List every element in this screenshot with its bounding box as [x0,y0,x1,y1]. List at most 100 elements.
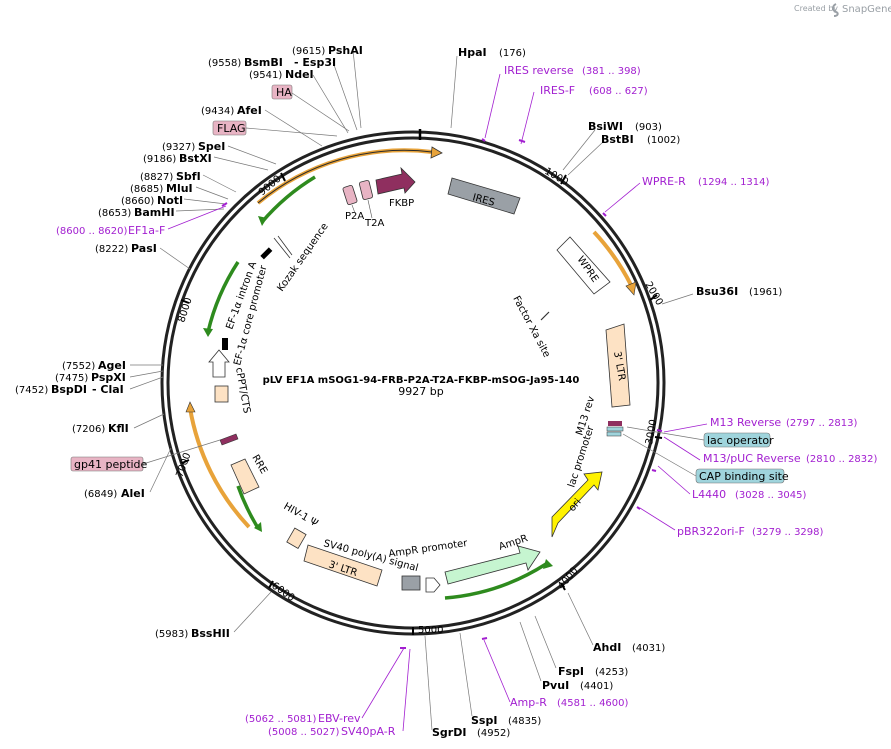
site-pasi[interactable]: PasI [131,242,157,255]
svg-text:(9541): (9541) [249,70,282,81]
fkbp-label: FKBP [389,198,414,209]
site-sspi[interactable]: SspI [471,714,497,727]
tick-7000: 7000 [174,451,193,479]
site-leader-lines [129,49,694,731]
site-spei[interactable]: SpeI [198,140,225,153]
site-bstxi[interactable]: BstXI [179,152,212,165]
gp41-feature [219,433,239,446]
svg-text:(5008 .. 5027): (5008 .. 5027) [268,727,340,738]
svg-text:(9327): (9327) [162,142,195,153]
site-bspdi[interactable]: BspDI [51,383,87,396]
primer-ebv-rev[interactable]: EBV-rev [318,712,361,725]
primer-l4440[interactable]: L4440 [692,488,726,501]
svg-text:(8685): (8685) [130,184,163,195]
primer-amp-r[interactable]: Amp-R [510,696,547,709]
site-bsshii[interactable]: BssHII [191,627,230,640]
top-orange-arrowhead [430,146,443,159]
primer-m13-reverse[interactable]: M13 Reverse [710,416,781,429]
flag-tag-box[interactable] [212,120,247,136]
svg-text:(7475): (7475) [55,373,88,384]
m13-rev-mark [608,421,622,426]
site-ndei[interactable]: NdeI [285,68,314,81]
hiv-psi-feature [286,527,307,549]
rre-label: RRE [249,453,269,476]
primer-m13-puc-reverse[interactable]: M13/pUC Reverse [703,452,801,465]
cap-binding-site-label: CAP binding site [699,470,789,483]
site-pshai[interactable]: PshAI [328,44,363,57]
primer-pbr322ori-f[interactable]: pBR322ori-F [677,525,745,538]
svg-text:(7206): (7206) [72,424,105,435]
site-bsmbi[interactable]: BsmBI [244,56,283,69]
site-mlui[interactable]: MluI [166,182,193,195]
site-noti[interactable]: NotI [157,194,183,207]
site-alei[interactable]: AleI [121,487,145,500]
svg-text:(2810 .. 2832): (2810 .. 2832) [806,454,878,465]
site-pvui[interactable]: PvuI [542,679,569,692]
site-bsiwi[interactable]: BsiWI [588,120,623,133]
primer-ires-reverse[interactable]: IRES reverse [504,64,574,77]
lac-operator-box[interactable] [703,432,771,448]
site-agei[interactable]: AgeI [98,359,126,372]
site-bstbi[interactable]: BstBI [601,133,634,146]
svg-text:(1002): (1002) [647,135,680,146]
svg-text:(8600 .. 8620): (8600 .. 8620) [56,226,128,237]
svg-text:(5062 .. 5081): (5062 .. 5081) [245,714,317,725]
boxed-label-leaders [142,92,705,477]
ef1a-promoter-feature [208,349,230,378]
svg-text:(8660): (8660) [121,196,154,207]
svg-text:(4401): (4401) [580,681,613,692]
site-hpai[interactable]: HpaI [458,46,487,59]
svg-text:(3279 .. 3298): (3279 .. 3298) [752,527,824,538]
ori-feature [551,471,603,538]
site-ahdi[interactable]: AhdI [593,641,621,654]
svg-text:(7552): (7552) [62,361,95,372]
kozak-mark [260,247,273,260]
ampr-promoter-label: AmpR promoter [388,538,469,560]
primer-marks [221,138,663,649]
kozak-label: Kozak sequence [275,221,330,293]
svg-text:(8222): (8222) [95,244,128,255]
site-bamhi[interactable]: BamHI [134,206,175,219]
svg-text:(9558): (9558) [208,58,241,69]
tick-8000: 8000 [176,296,194,324]
svg-text:(9615): (9615) [292,46,325,57]
created-by-label: Created by [794,4,838,13]
flag-tag-label: FLAG [217,122,246,135]
primer-ef1a-f[interactable]: EF1a-F [128,224,165,237]
gp41-peptide-box[interactable] [70,456,144,472]
site-sbfi[interactable]: SbfI [176,170,201,183]
wpre-feature [556,236,611,295]
wpre-orange-arrow [592,230,633,286]
rre-feature [230,458,260,495]
site-clai[interactable]: - ClaI [92,383,124,396]
ltr-right-feature [605,323,631,408]
ha-tag-box[interactable] [271,84,293,100]
site-esp3i[interactable]: - Esp3I [294,56,336,69]
svg-text:(8653): (8653) [98,208,131,219]
site-kfli[interactable]: KflI [108,422,129,435]
svg-text:(176): (176) [499,48,526,59]
cppt-label: cPPT/CTS [233,367,252,415]
svg-text:(9186): (9186) [143,154,176,165]
ef1a-core-mark [222,338,228,350]
primer-sv40pa-r[interactable]: SV40pA-R [341,725,396,738]
site-bsu36i[interactable]: Bsu36I [696,285,738,298]
factor-xa-mark [540,311,550,321]
site-sgrdi[interactable]: SgrDI [432,726,466,739]
svg-text:(608 .. 627): (608 .. 627) [589,86,648,97]
t2a-feature [358,180,374,200]
site-afei[interactable]: AfeI [237,104,262,117]
svg-text:(4581 .. 4600): (4581 .. 4600) [557,698,629,709]
snapgene-brand: SnapGene [842,4,891,15]
factor-xa-label: Factor Xa site [510,294,552,359]
primer-wpre-r[interactable]: WPRE-R [642,175,686,188]
primer-ires-f[interactable]: IRES-F [540,84,575,97]
ires-feature [447,177,521,215]
svg-text:(4835): (4835) [508,716,541,727]
svg-text:(7452): (7452) [15,385,48,396]
site-fspi[interactable]: FspI [558,665,584,678]
cap-binding-site-box[interactable] [695,468,785,484]
ltr-right-label: 3' LTR [611,351,627,382]
site-pspxi[interactable]: PspXI [91,371,126,384]
